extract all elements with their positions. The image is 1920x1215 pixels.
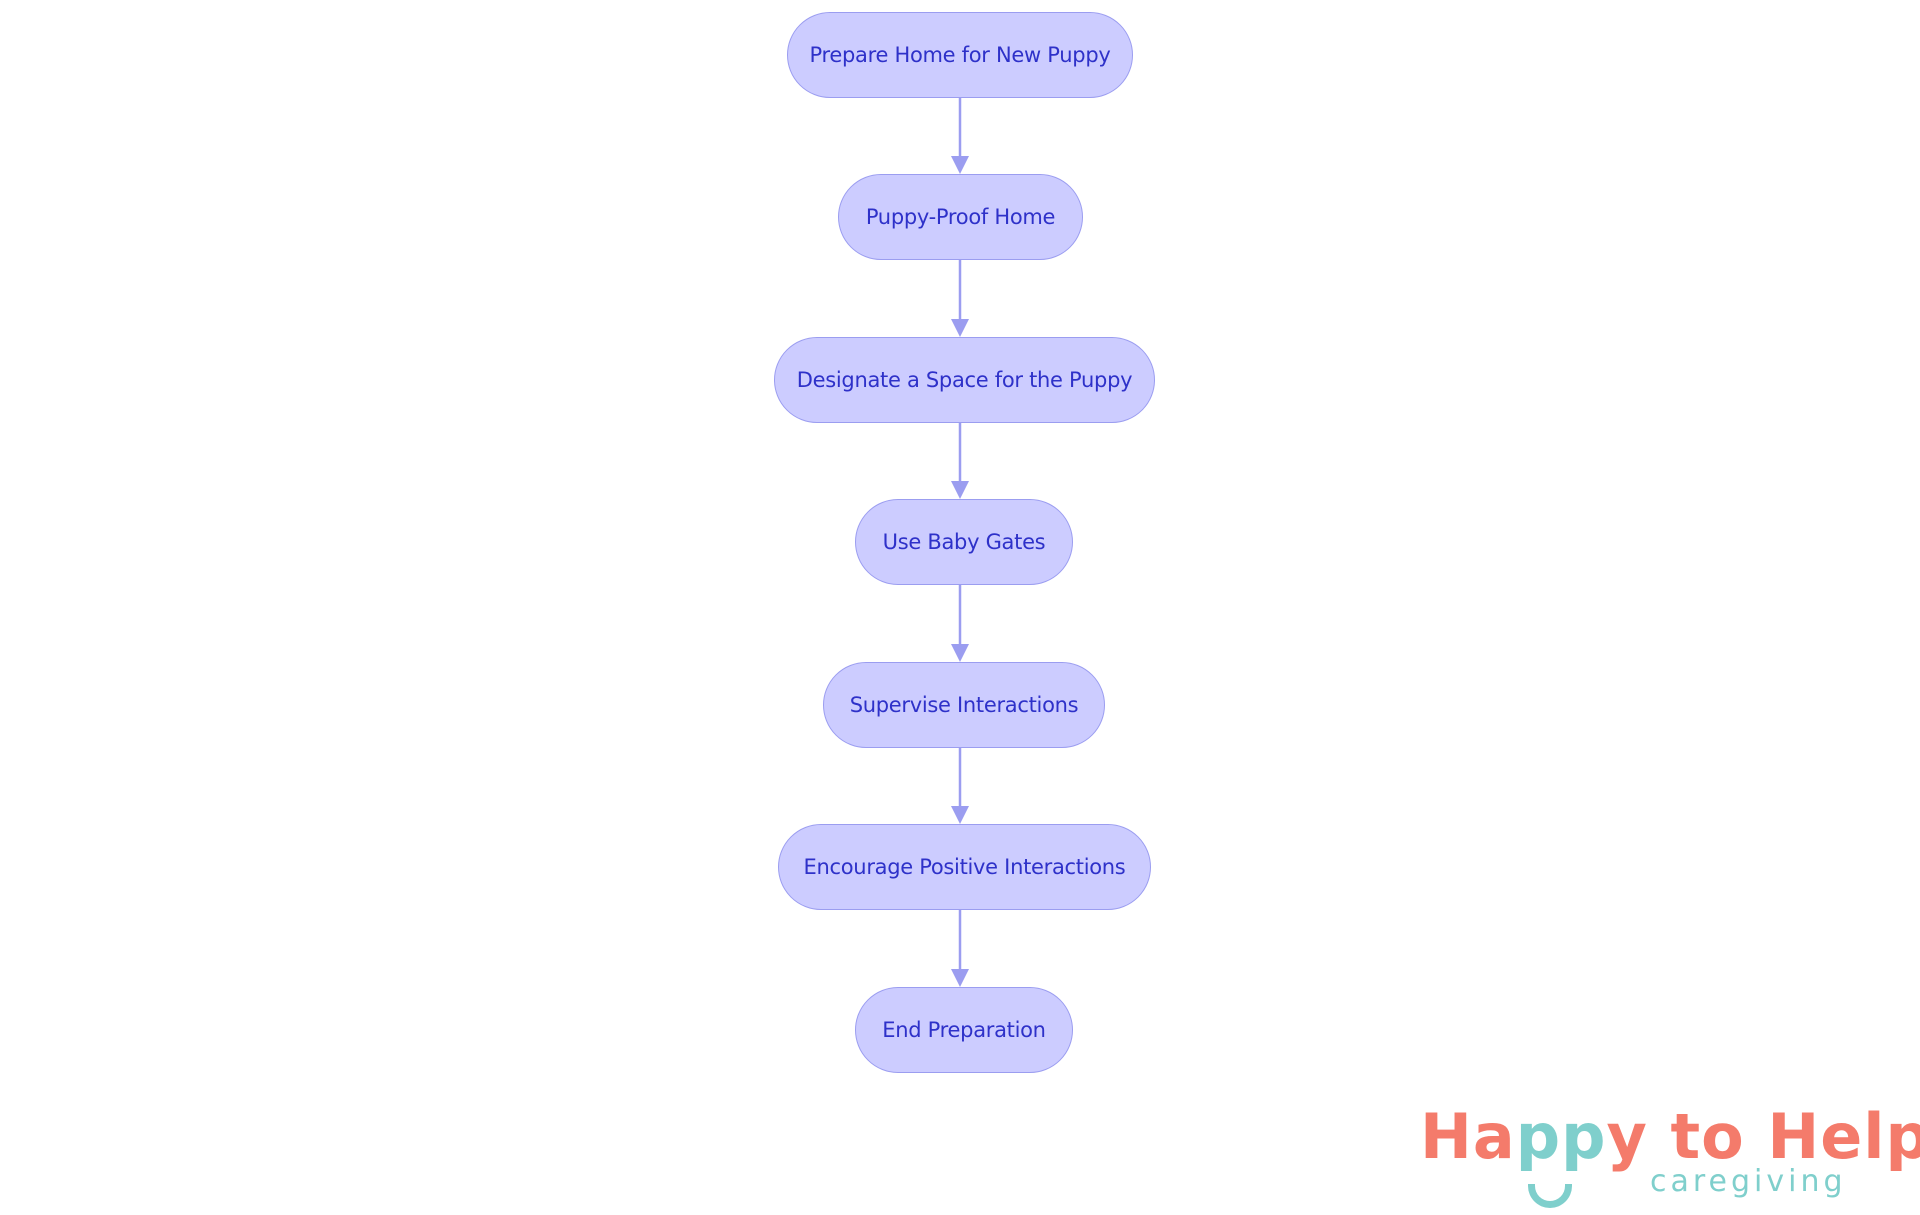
node-use-baby-gates[interactable]: Use Baby Gates — [855, 499, 1073, 585]
arrowhead-icon — [951, 644, 969, 662]
arrowhead-icon — [951, 481, 969, 499]
node-label: Supervise Interactions — [849, 693, 1079, 717]
node-end-preparation[interactable]: End Preparation — [855, 987, 1073, 1073]
node-prepare-home[interactable]: Prepare Home for New Puppy — [787, 12, 1133, 98]
edge-arrow — [951, 910, 969, 987]
edge-arrow — [951, 423, 969, 499]
node-designate-space[interactable]: Designate a Space for the Puppy — [774, 337, 1155, 423]
arrowhead-icon — [951, 969, 969, 987]
node-label: End Preparation — [882, 1018, 1046, 1042]
edge-arrow — [951, 585, 969, 662]
logo-wordmark: Happy to Help — [1420, 1100, 1920, 1173]
edge-arrow — [951, 260, 969, 337]
arrowhead-icon — [951, 156, 969, 174]
node-puppy-proof-home[interactable]: Puppy-Proof Home — [838, 174, 1083, 260]
node-label: Use Baby Gates — [882, 530, 1046, 554]
node-supervise-interactions[interactable]: Supervise Interactions — [823, 662, 1105, 748]
node-label: Puppy-Proof Home — [865, 205, 1056, 229]
arrowhead-icon — [951, 806, 969, 824]
edge-arrow — [951, 98, 969, 174]
node-label: Prepare Home for New Puppy — [809, 43, 1111, 67]
logo-tagline: caregiving — [1650, 1164, 1847, 1199]
node-encourage-positive[interactable]: Encourage Positive Interactions — [778, 824, 1151, 910]
edge-arrow — [951, 748, 969, 824]
happy-to-help-logo: Happy to Help caregiving — [1420, 1100, 1920, 1215]
arrowhead-icon — [951, 319, 969, 337]
smile-icon — [1528, 1184, 1572, 1208]
node-label: Designate a Space for the Puppy — [796, 368, 1133, 392]
node-label: Encourage Positive Interactions — [803, 855, 1126, 879]
